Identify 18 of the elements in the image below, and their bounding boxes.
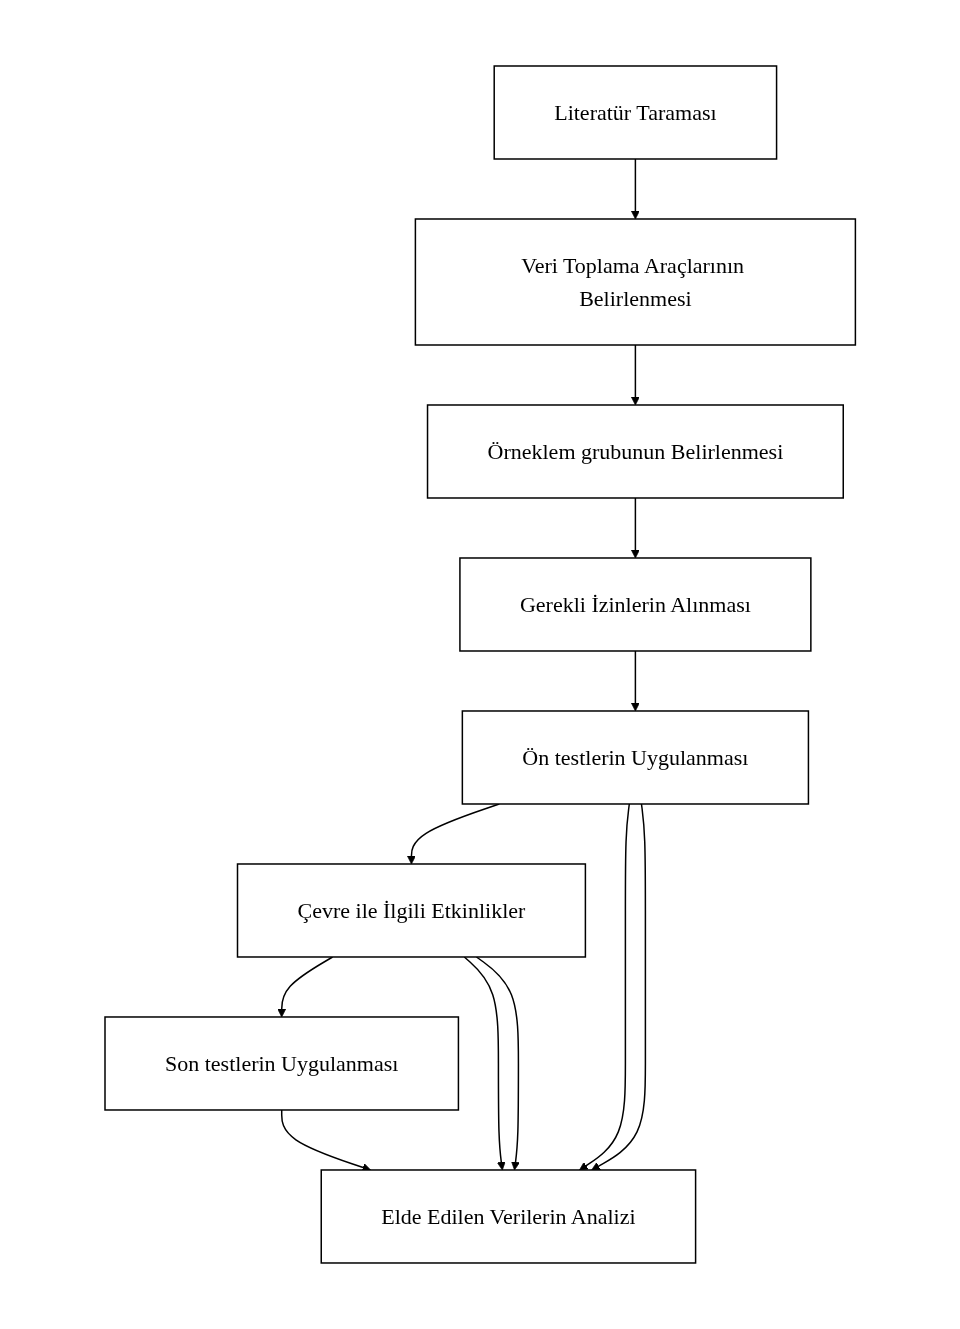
arrow [630, 344, 640, 406]
node-box: Elde Edilen Verilerin Analizi [320, 1169, 697, 1264]
node-box: Literatür Taraması [493, 65, 778, 160]
node-box: Çevre ile İlgili Etkinlikler [236, 863, 586, 958]
arrow [463, 956, 506, 1171]
arrow [630, 650, 640, 712]
node-box: Son testlerin Uygulanması [104, 1016, 459, 1111]
node-box: Ön testlerin Uygulanması [461, 710, 809, 805]
node-box: Gerekli İzinlerin Alınması [458, 557, 812, 652]
arrow [406, 803, 500, 865]
arrow [578, 803, 630, 1171]
arrow [630, 158, 640, 220]
arrow [277, 956, 334, 1018]
arrow [475, 956, 520, 1171]
node-box: Örneklem grubunun Belirlenmesi [426, 404, 844, 499]
node-box: Veri Toplama Araçlarının Belirlenmesi [414, 218, 856, 346]
arrow [630, 497, 640, 559]
arrow [591, 803, 646, 1171]
